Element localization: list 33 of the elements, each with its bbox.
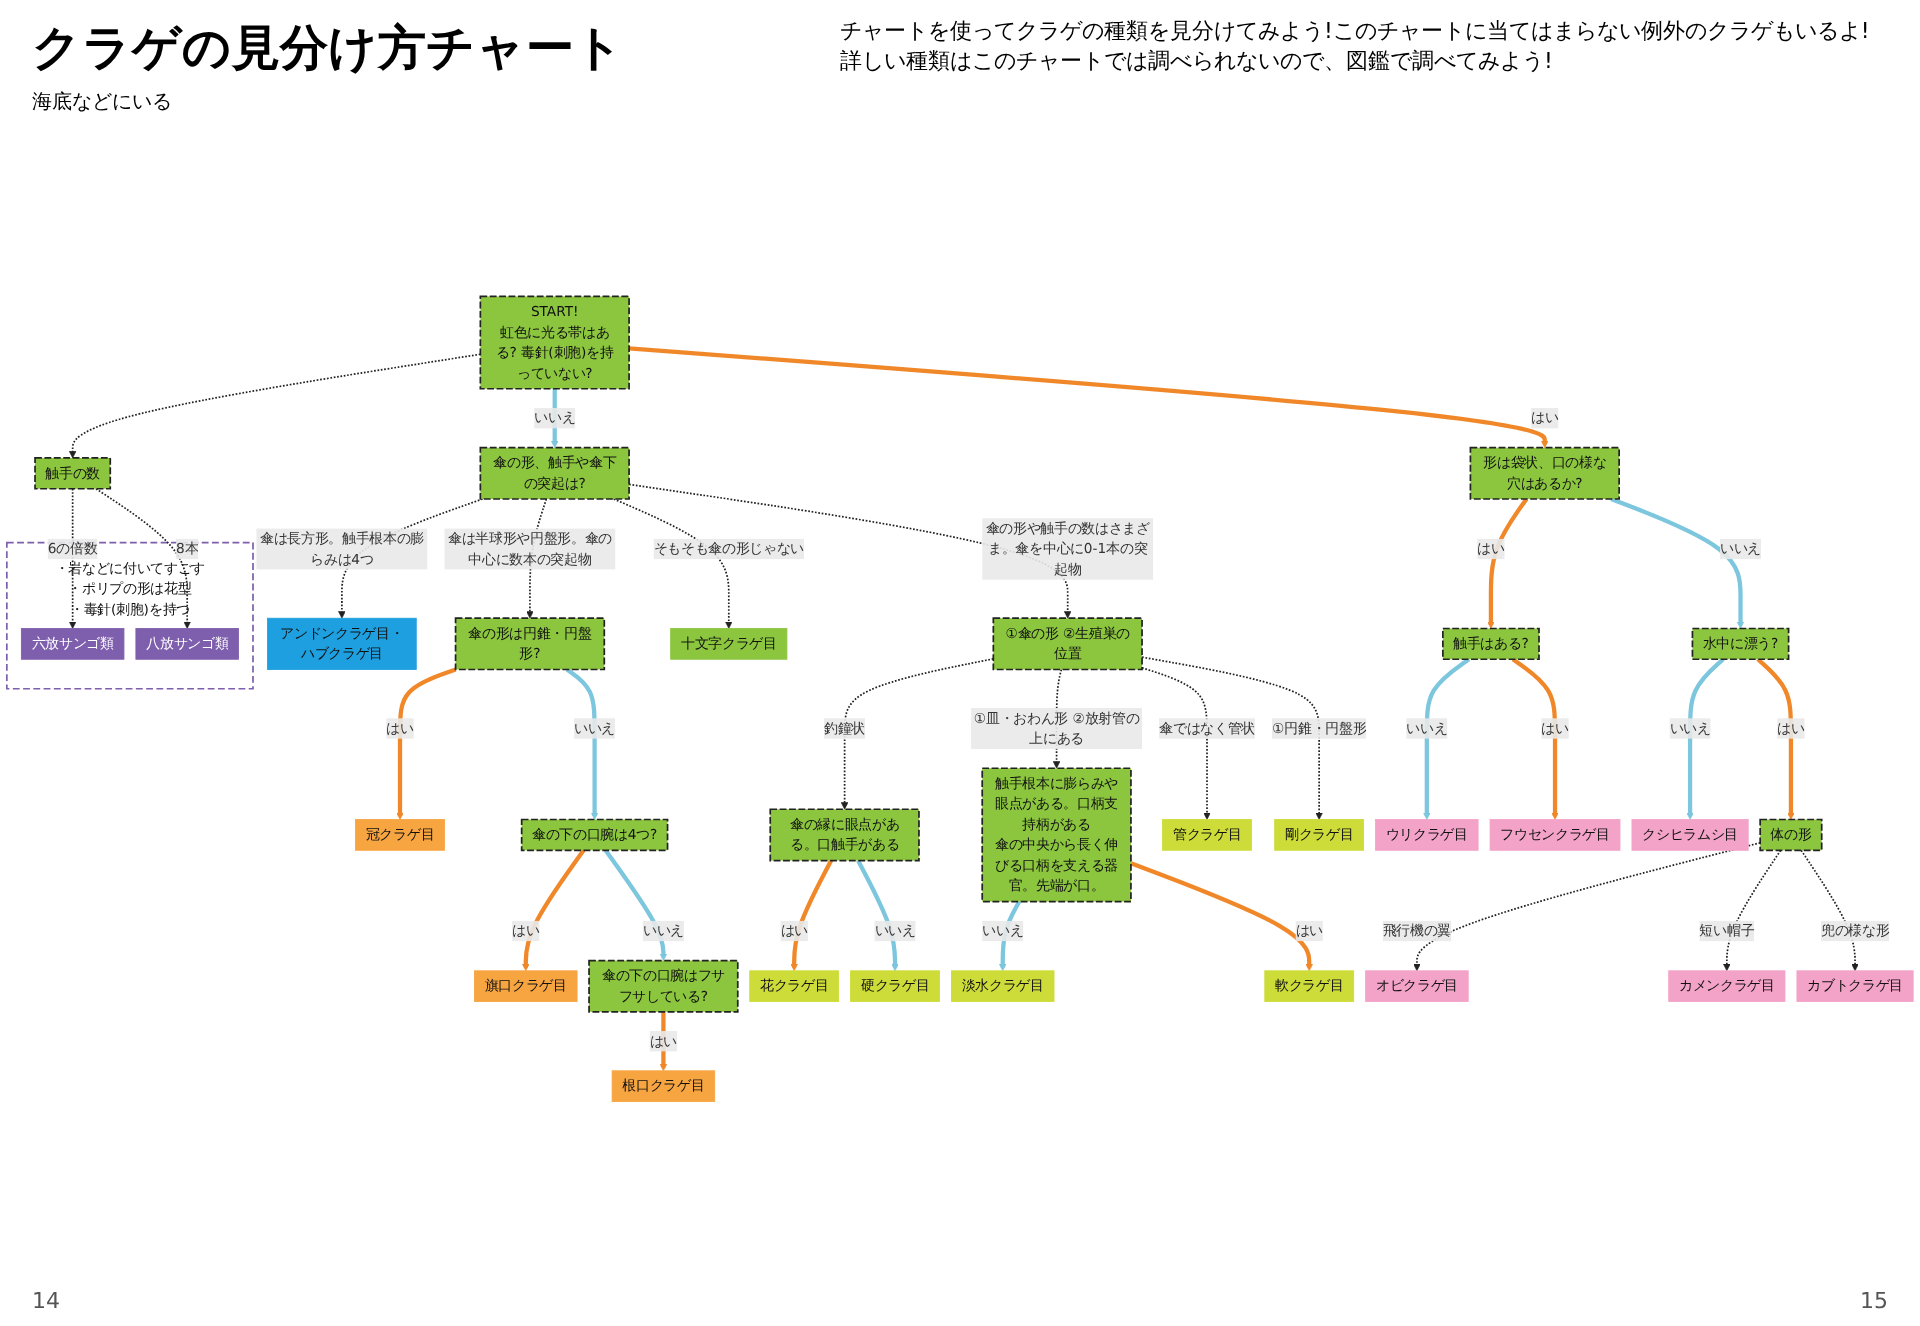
arrow xyxy=(603,849,668,961)
arrow xyxy=(565,667,599,820)
intro-text: チャートを使ってクラゲの種類を見分けてみよう!このチャートに当てはまらない例外のクラゲもいるよ!詳しい種類はこのチャートでは調べられないので、図鑑で調べてみよう! xyxy=(840,16,1872,78)
arrow xyxy=(95,487,191,629)
arrow xyxy=(1686,657,1725,820)
arrow xyxy=(396,667,457,820)
arrow xyxy=(612,498,733,629)
arrow xyxy=(1413,841,1762,972)
arrow xyxy=(522,849,586,972)
arrow xyxy=(1800,849,1859,972)
arrow xyxy=(1130,861,1313,972)
arrow xyxy=(998,900,1022,972)
arrow xyxy=(856,859,899,972)
arrow xyxy=(1610,497,1745,629)
arrow xyxy=(790,859,834,972)
arrow xyxy=(1141,656,1323,820)
arrow xyxy=(1487,497,1529,629)
arrow xyxy=(659,1011,668,1072)
arrow xyxy=(840,657,995,810)
arrow xyxy=(68,487,77,629)
arrow xyxy=(1723,849,1782,972)
arrow xyxy=(68,353,482,459)
edge-note: 海底などにいる xyxy=(32,89,172,116)
arrow xyxy=(1141,666,1211,820)
chart-title: クラゲの見分け方チャート xyxy=(32,18,624,80)
page-number: 15 xyxy=(1860,1288,1888,1314)
arrow xyxy=(1756,657,1795,820)
arrow xyxy=(1423,657,1471,820)
page-number: 14 xyxy=(32,1288,60,1314)
arrow xyxy=(550,388,559,449)
arrow xyxy=(628,346,1549,449)
arrow xyxy=(628,483,1072,619)
arrow xyxy=(1511,657,1559,820)
